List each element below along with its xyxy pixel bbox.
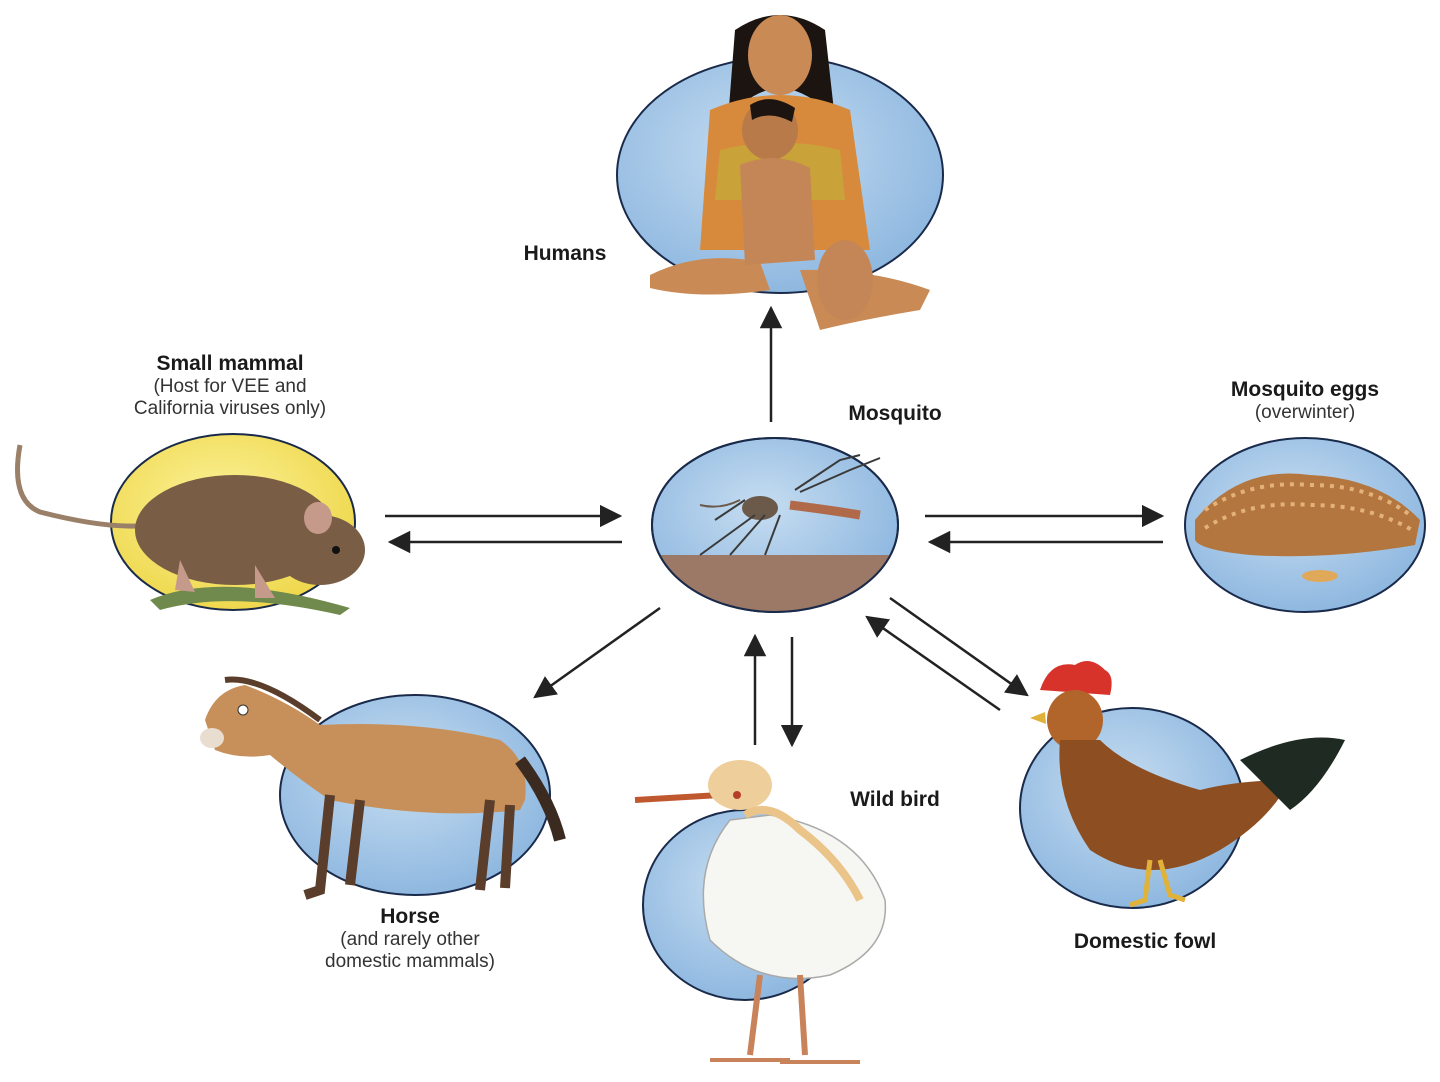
small-mammal-label: Small mammal (Host for VEE and Californi… — [70, 352, 390, 420]
humans-illustration — [650, 15, 930, 330]
ground — [652, 555, 898, 612]
humans-node — [616, 15, 944, 330]
mosquito-eggs-label: Mosquito eggs (overwinter) — [1180, 378, 1430, 424]
humans-title: Humans — [523, 242, 607, 265]
mosquito-illustration — [699, 454, 881, 556]
small-mammal-title: Small mammal — [156, 352, 304, 375]
mosquito-eggs-node — [1184, 437, 1426, 613]
wild-bird-label: Wild bird — [815, 788, 975, 812]
rooster-illustration — [1030, 661, 1345, 908]
domestic-fowl-title: Domestic fowl — [1073, 930, 1217, 953]
small-mammal-subtitle-1: (Host for VEE and — [153, 376, 307, 398]
wild-bird-node — [634, 760, 887, 1064]
mosquito-eggs-title: Mosquito eggs — [1230, 378, 1380, 401]
horse-illustration — [200, 676, 566, 900]
mosquito-label: Mosquito — [810, 402, 980, 426]
horse-label: Horse (and rarely other domestic mammals… — [260, 905, 560, 973]
mosquito-node — [651, 437, 899, 613]
small-mammal-subtitle-2: California viruses only) — [133, 397, 327, 419]
arrows — [385, 305, 1165, 748]
arrow-mosquito-to-domestic-fowl — [889, 596, 1029, 697]
domestic-fowl-node — [1019, 661, 1345, 909]
egg-raft-illustration — [1195, 473, 1420, 582]
horse-node — [200, 676, 566, 900]
horse-title: Horse — [380, 905, 440, 928]
horse-subtitle-2: domestic mammals) — [325, 950, 495, 972]
mosquito-eggs-subtitle: (overwinter) — [1254, 402, 1356, 424]
wild-bird-title: Wild bird — [850, 788, 940, 811]
small-mammal-node — [15, 433, 365, 615]
horse-subtitle-1: (and rarely other — [340, 929, 480, 951]
arrow-mosquito-to-horse — [533, 606, 661, 699]
mosquito-title: Mosquito — [848, 402, 942, 425]
rat-illustration — [15, 444, 365, 615]
domestic-fowl-label: Domestic fowl — [1020, 930, 1270, 954]
humans-label: Humans — [490, 242, 640, 266]
egret-illustration — [634, 760, 887, 1064]
arrow-domestic-fowl-to-mosquito — [865, 615, 1001, 712]
